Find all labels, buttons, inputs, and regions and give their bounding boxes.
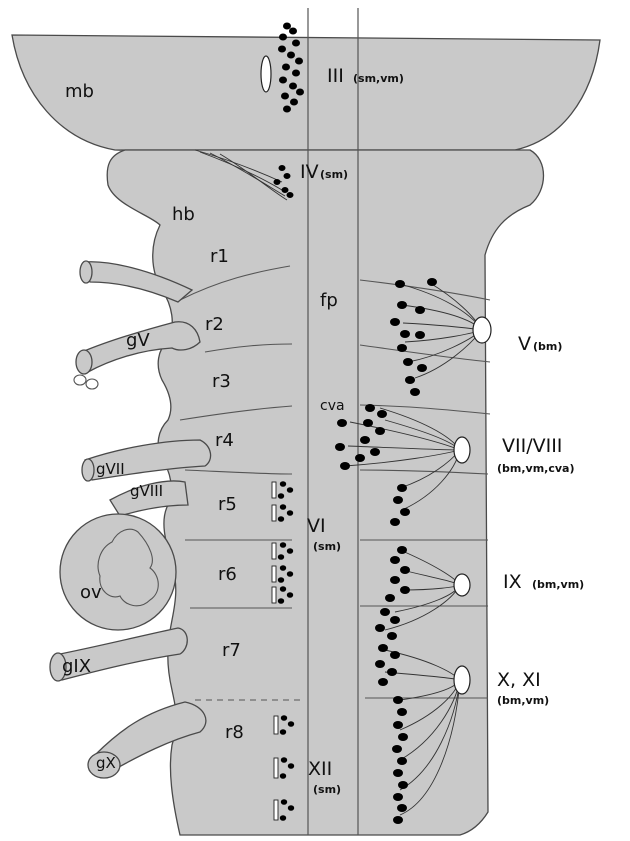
nucleus-VI-name: VI (307, 515, 326, 537)
label-r7: r7 (222, 640, 241, 661)
label-r3: r3 (212, 371, 231, 392)
label-hb: hb (172, 204, 195, 225)
otic-vesicle (60, 514, 176, 630)
label-cva: cva (320, 398, 345, 414)
nucleus-VIIVIII-sub: (bm,vm,cva) (497, 462, 575, 475)
label-r1: r1 (210, 246, 229, 267)
label-gVIII: gVIII (130, 482, 163, 500)
label-gIX: gIX (62, 656, 91, 677)
label-r8: r8 (225, 722, 244, 743)
label-r2: r2 (205, 314, 224, 335)
label-gVII: gVII (96, 460, 125, 478)
label-mb: mb (65, 81, 94, 102)
label-gV: gV (126, 330, 150, 351)
label-r5: r5 (218, 494, 237, 515)
label-gX: gX (96, 754, 116, 772)
nucleus-V-name: V (518, 333, 531, 355)
nucleus-VIIVIII-name: VII/VIII (502, 435, 562, 457)
nucleus-IX-name: IX (503, 571, 522, 593)
nucleus-III-name: III (327, 65, 344, 87)
nucleus-III-sub: (sm,vm) (353, 72, 404, 85)
nucleus-VI-sub: (sm) (313, 540, 341, 553)
nucleus-IV-sub: (sm) (320, 168, 348, 181)
nucleus-V-sub: (bm) (533, 340, 562, 353)
nucleus-XXI-name: X, XI (497, 669, 541, 691)
midbrain-region (12, 35, 600, 150)
label-r6: r6 (218, 564, 237, 585)
label-r4: r4 (215, 430, 234, 451)
label-ov: ov (80, 582, 102, 603)
nucleus-IX-sub: (bm,vm) (532, 578, 584, 591)
nucleus-XII-sub: (sm) (313, 783, 341, 796)
nucleus-IV-name: IV (300, 161, 319, 183)
nucleus-XII-name: XII (308, 758, 332, 780)
nucleus-XXI-sub: (bm,vm) (497, 694, 549, 707)
label-fp: fp (320, 290, 338, 311)
